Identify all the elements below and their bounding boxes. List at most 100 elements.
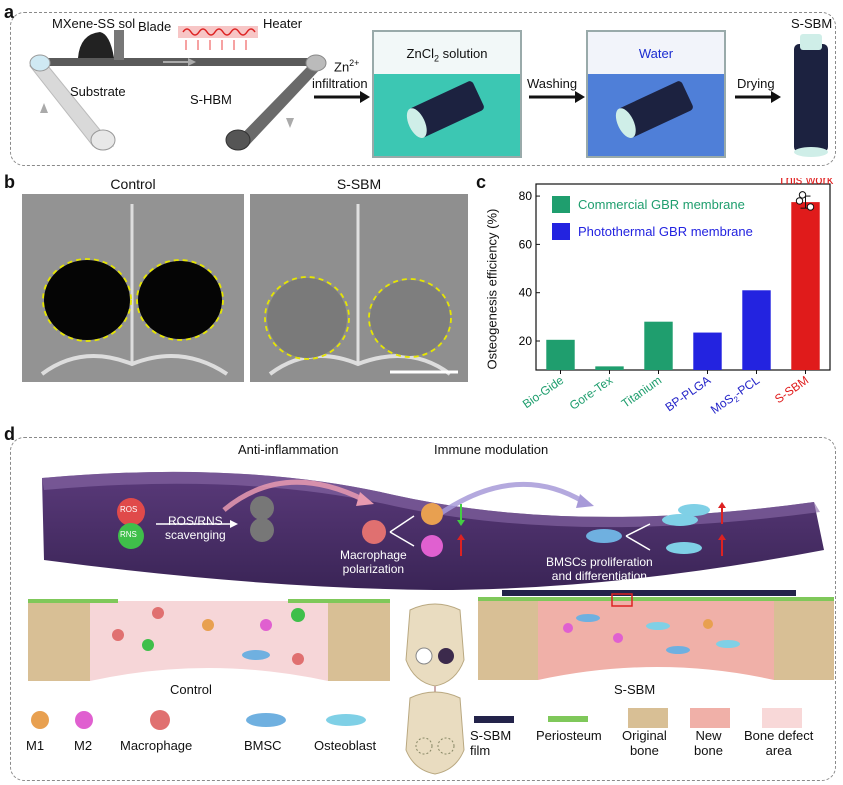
substrate-label: Substrate xyxy=(70,84,126,99)
legend-m1-label: M1 xyxy=(26,738,45,753)
blade-shape xyxy=(114,30,124,60)
chart-legend: Commercial GBR membrane Photothermal GBR… xyxy=(552,196,753,240)
immune-modulation-label: Immune modulation xyxy=(434,442,549,457)
m1-cell xyxy=(421,503,443,525)
roller-top-right xyxy=(305,54,327,72)
drying-arrow-icon xyxy=(735,91,781,103)
legend-macrophage-label: Macrophage xyxy=(120,738,193,753)
panel-b-letter: b xyxy=(4,172,15,192)
defect-area-swatch xyxy=(762,708,802,728)
panel-a-letter: a xyxy=(4,2,15,22)
scavenged-ros xyxy=(250,496,274,520)
panel-c-letter: c xyxy=(476,172,487,192)
macrophage-icon xyxy=(150,710,170,730)
zncl2-tank xyxy=(372,30,522,158)
membrane-band-diagram xyxy=(42,471,824,590)
legend-macrophage xyxy=(142,706,178,739)
sbm-defect-diagram xyxy=(478,590,834,680)
legend-swatch-commercial xyxy=(552,196,570,213)
heater-label: Heater xyxy=(263,16,303,31)
fabrication-conveyor-diagram xyxy=(28,26,327,151)
legend-bmsc xyxy=(242,706,290,739)
data-point xyxy=(806,203,815,211)
skull-illustrations xyxy=(405,603,465,775)
original-bone-swatch xyxy=(628,708,668,728)
bar-bp-plga xyxy=(693,332,722,370)
legend-osteoblast xyxy=(322,706,370,739)
legend-m2 xyxy=(66,706,102,739)
x-tick-label: S-SBM xyxy=(772,373,811,406)
legend-item-commercial: Commercial GBR membrane xyxy=(552,196,753,213)
washing-arrow-icon xyxy=(529,91,585,103)
infiltration-arrow-icon xyxy=(314,91,370,103)
roller-top-left xyxy=(29,54,51,72)
tank2-label: Water xyxy=(638,46,674,61)
bar-s-sbm xyxy=(791,202,820,370)
data-point xyxy=(798,191,807,199)
control-image-title: Control xyxy=(110,176,156,192)
bar-gore-tex xyxy=(595,366,624,370)
hbm-belt xyxy=(230,66,323,146)
tank1-label: ZnCl2 solution xyxy=(406,46,488,64)
chart-ylabel-wrap: Osteogenesis efficiency (%) xyxy=(484,208,500,370)
legend-periosteum-label: Periosteum xyxy=(536,728,602,743)
panel-d-frame xyxy=(10,437,836,781)
drying-label: Drying xyxy=(737,76,775,91)
legend-label-commercial: Commercial GBR membrane xyxy=(578,197,745,212)
sbm-ct-image xyxy=(250,194,468,382)
sbm-image-title: S-SBM xyxy=(336,176,382,192)
legend-osteoblast-label: Osteoblast xyxy=(314,738,377,753)
m2-cell xyxy=(421,535,443,557)
membrane-roll-icon xyxy=(406,81,484,139)
m1-icon xyxy=(31,711,49,729)
legend-swatch-photothermal xyxy=(552,223,570,240)
chart-frame xyxy=(535,183,831,371)
bmsc-icon xyxy=(246,713,286,727)
scavenged-rns xyxy=(250,518,274,542)
mxene-sol-drop xyxy=(78,32,114,58)
hbm-label: S-HBM xyxy=(190,92,232,107)
bmsc-cell xyxy=(586,529,622,543)
x-tick-label: Gore-Tex xyxy=(567,373,615,413)
roller-bottom-left xyxy=(90,129,116,151)
x-tick-label: Bio-Gide xyxy=(520,373,567,411)
new-bone-swatch xyxy=(690,708,730,728)
roller-bottom-right xyxy=(225,129,251,151)
this-work-annotation: This work xyxy=(778,178,834,187)
sbm-product-label: S-SBM xyxy=(791,16,833,31)
m2-icon xyxy=(75,711,93,729)
sbm-film-swatch xyxy=(474,716,514,723)
legend-m2-label: M2 xyxy=(74,738,93,753)
membrane-roll-icon xyxy=(615,81,693,139)
y-tick-label: 60 xyxy=(519,237,533,251)
control-defect-label: Control xyxy=(170,682,212,697)
x-tick-label: MoS2-PCL xyxy=(708,373,764,419)
legend-bmsc-label: BMSC xyxy=(244,738,282,753)
sbm-defect-label: S-SBM xyxy=(614,682,656,697)
ros-particle xyxy=(117,498,145,526)
rns-particle xyxy=(118,523,144,549)
rns-text: RNS xyxy=(120,530,137,539)
control-defect-diagram xyxy=(28,599,390,681)
blade-label: Blade xyxy=(138,19,172,34)
panel-a-frame xyxy=(10,12,836,166)
osteoblast-icon xyxy=(326,714,366,726)
y-tick-label: 20 xyxy=(519,334,533,348)
infiltration-label: infiltration xyxy=(312,76,368,91)
control-ct-image xyxy=(22,194,244,382)
chart-ylabel: Osteogenesis efficiency (%) xyxy=(484,208,500,370)
data-point xyxy=(795,197,804,205)
y-tick-label: 40 xyxy=(519,286,533,300)
anti-inflammation-label: Anti-inflammation xyxy=(238,442,339,457)
x-tick-label: Titanium xyxy=(619,373,664,411)
bar-mos2-pcl xyxy=(742,290,771,370)
washing-label: Washing xyxy=(527,76,578,91)
periosteum-swatch xyxy=(548,716,588,722)
